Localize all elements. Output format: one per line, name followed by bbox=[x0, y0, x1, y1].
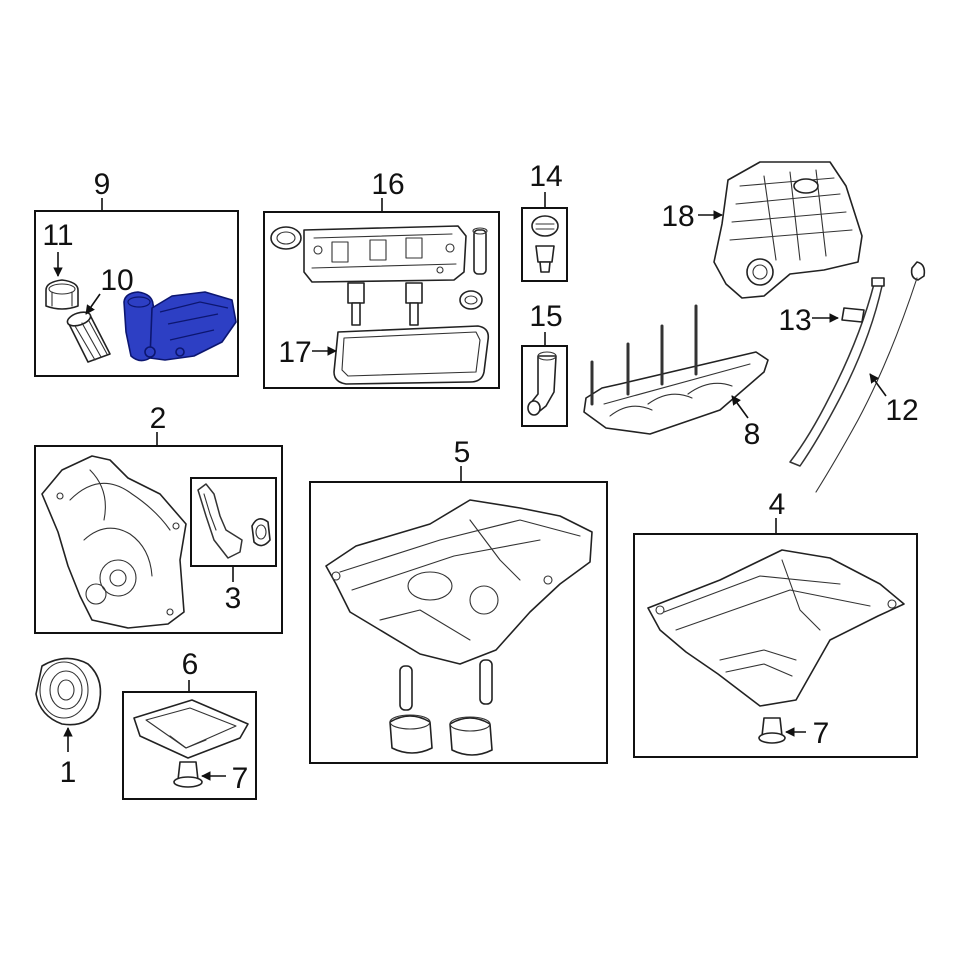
callout-13: 13 bbox=[778, 304, 811, 337]
callout-15: 15 bbox=[529, 300, 562, 333]
crankshaft-pulley-part[interactable] bbox=[35, 657, 102, 726]
group-2-box bbox=[34, 445, 283, 634]
lower-oil-pan-part[interactable] bbox=[133, 699, 249, 759]
pan-seal-sleeves[interactable] bbox=[389, 714, 493, 756]
group-15-box bbox=[521, 345, 568, 427]
oil-filter-housing-highlighted[interactable] bbox=[123, 291, 237, 362]
callout-12: 12 bbox=[885, 394, 918, 427]
filter-element-part[interactable] bbox=[66, 310, 111, 363]
group-16-box bbox=[263, 211, 500, 389]
callout-10: 10 bbox=[100, 264, 133, 297]
callout-16: 16 bbox=[371, 168, 404, 201]
valve-cover-gasket-part[interactable] bbox=[333, 325, 490, 385]
callout-8: 8 bbox=[744, 418, 761, 451]
filter-cap-part[interactable] bbox=[45, 279, 79, 310]
intake-manifold-part[interactable] bbox=[713, 161, 863, 299]
group-15-oil-filler-tube[interactable] bbox=[521, 332, 568, 427]
callout-2: 2 bbox=[150, 402, 167, 435]
drain-plug-part-2[interactable] bbox=[758, 717, 786, 744]
windage-tray-part[interactable] bbox=[583, 304, 769, 435]
dipstick-part[interactable] bbox=[815, 261, 926, 493]
drain-plug-part[interactable] bbox=[173, 761, 203, 788]
group-9-box bbox=[34, 210, 239, 377]
oil-pan-part[interactable] bbox=[647, 549, 905, 707]
pan-dowels[interactable] bbox=[399, 659, 493, 711]
callout-1: 1 bbox=[60, 756, 77, 789]
group-5-upper-oil-pan[interactable] bbox=[309, 466, 608, 764]
valve-cover-part[interactable] bbox=[303, 225, 467, 283]
callout-5: 5 bbox=[454, 436, 471, 469]
group-6-box bbox=[122, 691, 257, 800]
group-4-oil-pan[interactable] bbox=[633, 518, 918, 758]
upper-oil-pan-part[interactable] bbox=[325, 499, 593, 665]
dipstick-tube-part[interactable] bbox=[789, 277, 885, 467]
timing-cover-gasket-part[interactable] bbox=[197, 483, 271, 559]
group-6-lower-oil-pan[interactable] bbox=[122, 680, 257, 800]
callout-7-right: 7 bbox=[813, 717, 830, 750]
callout-17: 17 bbox=[278, 336, 311, 369]
callout-9: 9 bbox=[94, 168, 111, 201]
callout-6: 6 bbox=[182, 648, 199, 681]
callout-3: 3 bbox=[225, 582, 242, 615]
group-16-valve-cover[interactable] bbox=[263, 198, 500, 389]
group-14-box bbox=[521, 207, 568, 282]
callout-7-left: 7 bbox=[232, 762, 249, 795]
group-2-timing-cover[interactable] bbox=[34, 432, 283, 634]
group-14-oil-filler-cap[interactable] bbox=[521, 192, 568, 282]
callout-14: 14 bbox=[529, 160, 562, 193]
callout-11: 11 bbox=[42, 219, 73, 252]
timing-cover-part[interactable] bbox=[41, 455, 187, 629]
callout-18: 18 bbox=[661, 200, 694, 233]
group-9-oil-filter-housing[interactable] bbox=[34, 198, 239, 377]
group-4-box bbox=[633, 533, 918, 758]
callout-4: 4 bbox=[769, 488, 786, 521]
group-5-box bbox=[309, 481, 608, 764]
